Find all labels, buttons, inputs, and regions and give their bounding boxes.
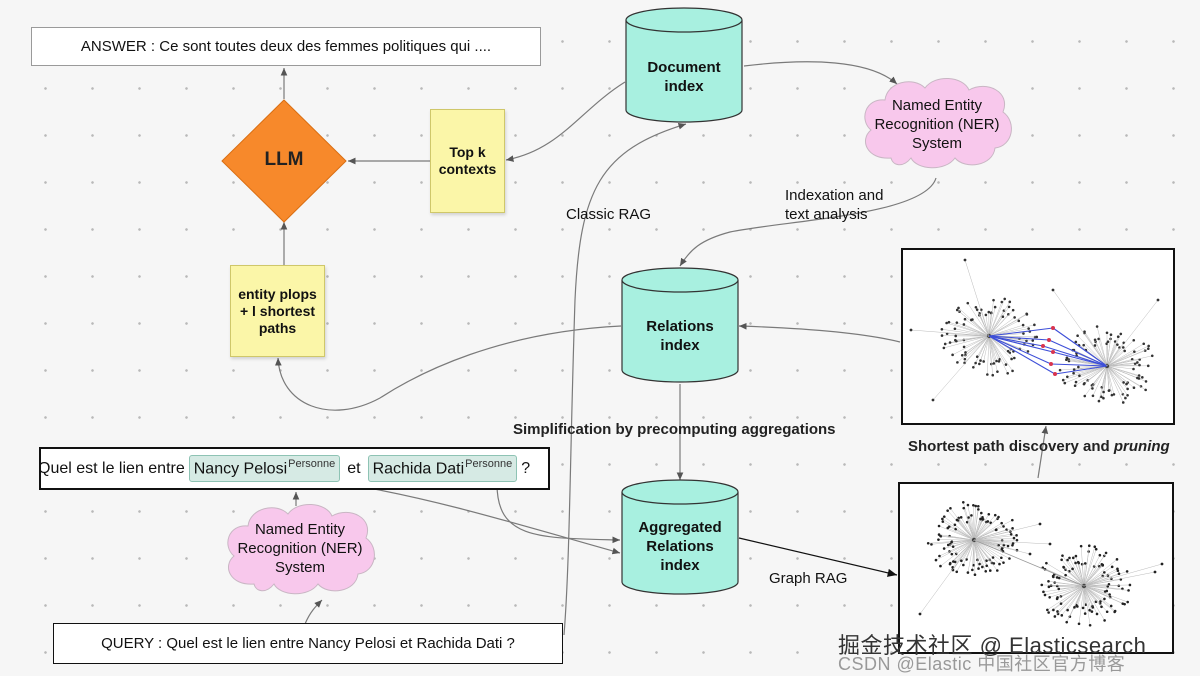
entity-plops-note: entity plops + l shortest paths — [230, 265, 325, 357]
edge-query-to-ner — [304, 599, 323, 625]
edge-classic-rag — [563, 122, 687, 636]
graph-rag-label: Graph RAG — [769, 570, 848, 587]
entity-chip-nancy-pelosi: Nancy PelosiPersonne — [188, 455, 341, 482]
edge-graph-to-relations — [738, 322, 901, 343]
entity1-tag: Personne — [288, 458, 336, 471]
watermark-sub: CSDN @Elastic 中国社区官方博客 — [838, 654, 1126, 674]
network-hub — [926, 501, 1019, 577]
network-hub — [1040, 544, 1132, 627]
edge-docindex-to-topk — [505, 81, 626, 162]
relations-index-label: Relations index — [646, 318, 714, 354]
simplification-label: Simplification by precomputing aggregati… — [513, 421, 836, 438]
top-k-label: Top k contexts — [438, 144, 497, 177]
full-graph-visualization — [918, 501, 1164, 627]
document-index-label: Document index — [647, 59, 721, 95]
shortest-path-label: Shortest path discovery and pruning — [908, 438, 1170, 455]
tagged-question-box: Quel est le lien entre Nancy PelosiPerso… — [39, 447, 550, 490]
shortest-path-bundle — [988, 326, 1108, 376]
network-hub — [1058, 325, 1154, 404]
question-connector: et — [347, 459, 361, 477]
entity-chip-rachida-dati: Rachida DatiPersonne — [367, 455, 518, 482]
ner-bottom-label: Named Entity Recognition (NER) System — [237, 521, 363, 576]
edge-aggregated-to-graph — [738, 537, 898, 577]
edge-relations-to-entity — [274, 325, 622, 411]
edge-question-to-aggregated-1 — [496, 483, 621, 544]
full-graph-panel — [898, 482, 1174, 654]
edge-docindex-to-ner — [743, 61, 898, 85]
top-k-contexts-note: Top k contexts — [430, 109, 505, 213]
watermark-main: 掘金技术社区 @ Elasticsearch — [838, 633, 1147, 658]
aggregated-index-label: Aggregated Relations index — [638, 519, 722, 574]
question-suffix: ? — [521, 459, 531, 477]
shortest-path-text: Shortest path discovery and — [908, 438, 1114, 455]
entity2-tag: Personne — [465, 458, 513, 471]
document-index-cylinder: Document index — [625, 6, 743, 124]
classic-rag-label: Classic RAG — [566, 206, 652, 223]
llm-node: LLM — [221, 99, 347, 223]
edge-ner-to-relations — [679, 177, 937, 267]
edge-question-to-aggregated-2 — [351, 484, 621, 555]
answer-box: ANSWER : Ce sont toutes deux des femmes … — [31, 27, 541, 66]
query-text: QUERY : Quel est le lien entre Nancy Pel… — [101, 635, 515, 652]
edge-pruning-arrow — [1037, 425, 1049, 479]
entity2-text: Rachida Dati — [372, 460, 465, 478]
entity-plops-label: entity plops + l shortest paths — [238, 285, 317, 336]
relations-index-cylinder: Relations index — [621, 266, 739, 384]
pruned-graph-visualization — [909, 258, 1160, 404]
query-box: QUERY : Quel est le lien entre Nancy Pel… — [53, 623, 563, 664]
question-prefix: Quel est le lien entre — [39, 459, 185, 477]
ner-top-label: Named Entity Recognition (NER) System — [874, 97, 1000, 152]
ner-cloud-bottom: Named Entity Recognition (NER) System — [220, 496, 380, 600]
llm-label: LLM — [264, 149, 304, 170]
ner-cloud-top: Named Entity Recognition (NER) System — [857, 74, 1017, 170]
indexation-label: Indexation and text analysis — [785, 187, 884, 223]
answer-text: ANSWER : Ce sont toutes deux des femmes … — [80, 38, 492, 55]
entity1-text: Nancy Pelosi — [193, 460, 288, 478]
aggregated-index-cylinder: Aggregated Relations index — [621, 478, 739, 596]
network-hub — [940, 297, 1039, 377]
pruning-emphasis: pruning — [1113, 438, 1170, 455]
pruned-graph-panel — [901, 248, 1175, 425]
